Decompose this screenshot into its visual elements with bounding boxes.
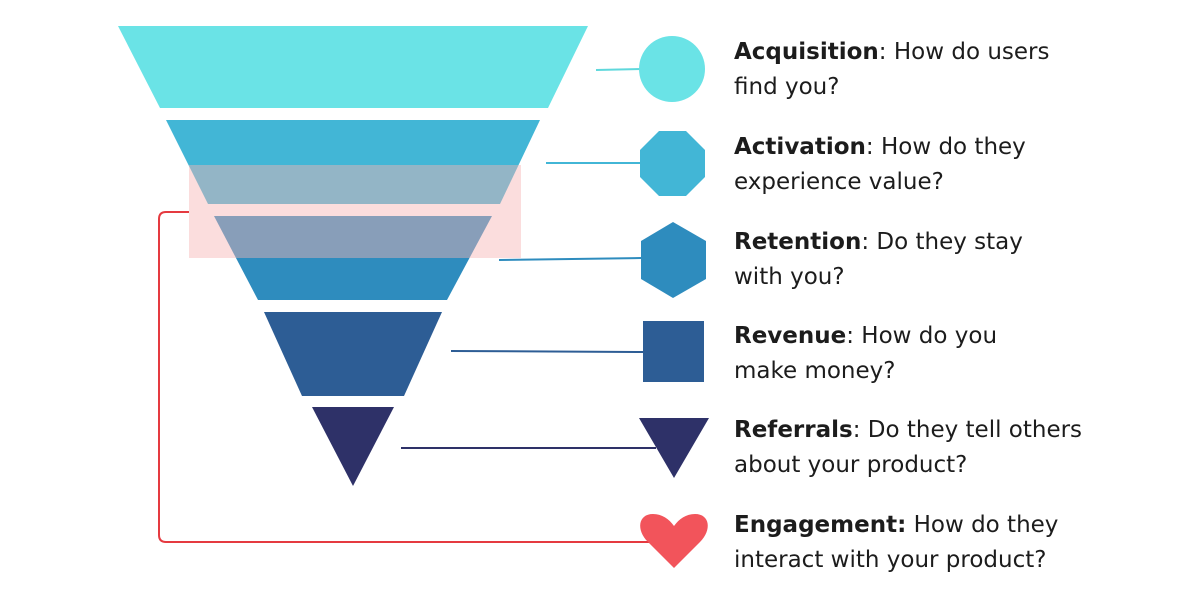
connector-acquisition: [595, 68, 644, 71]
funnel-layer-referrals: [312, 407, 394, 486]
acquisition-title: Acquisition: [734, 39, 879, 65]
acquisition-circle-icon: [639, 36, 705, 102]
activation-label: Activation: How do they experience value…: [734, 130, 1174, 200]
funnel-layer-activation: [166, 120, 540, 204]
activation-retention-highlight: [189, 165, 521, 258]
funnel-layer-acquisition: [118, 26, 588, 108]
funnel-layer-revenue: [264, 312, 442, 396]
revenue-label: Revenue: How do you make money?: [734, 319, 1174, 389]
revenue-square-icon: [643, 321, 704, 382]
revenue-title: Revenue: [734, 323, 847, 349]
retention-title: Retention: [734, 229, 862, 255]
engagement-title: Engagement:: [734, 512, 907, 538]
retention-label: Retention: Do they stay with you?: [734, 225, 1174, 295]
connector-revenue: [450, 350, 645, 353]
revenue-desc: : How do you: [846, 323, 998, 349]
referrals-desc: : Do they tell others: [852, 417, 1083, 443]
engagement-feedback-line-path: [158, 211, 650, 543]
retention-desc: : Do they stay: [861, 229, 1023, 255]
acquisition-desc-line2: find you?: [734, 74, 840, 100]
retention-desc-line2: with you?: [734, 264, 845, 290]
revenue-desc-line2: make money?: [734, 358, 896, 384]
acquisition-desc: : How do users: [878, 39, 1050, 65]
engagement-heart-icon: [640, 514, 708, 568]
retention-hexagon-icon: [641, 222, 706, 298]
engagement-label: Engagement: How do they interact with yo…: [734, 508, 1174, 578]
referrals-label: Referrals: Do they tell others about you…: [734, 413, 1174, 483]
activation-desc-line2: experience value?: [734, 169, 944, 195]
activation-desc: : How do they: [865, 134, 1026, 160]
acquisition-label: Acquisition: How do users find you?: [734, 35, 1174, 105]
referrals-triangle-icon: [639, 418, 709, 478]
referrals-desc-line2: about your product?: [734, 452, 968, 478]
connector-retention: [498, 257, 642, 261]
engagement-desc-line2: interact with your product?: [734, 547, 1047, 573]
referrals-title: Referrals: [734, 417, 853, 443]
activation-octagon-icon: [640, 131, 705, 196]
engagement-desc: How do they: [906, 512, 1059, 538]
funnel-layer-retention: [214, 216, 492, 300]
activation-title: Activation: [734, 134, 866, 160]
